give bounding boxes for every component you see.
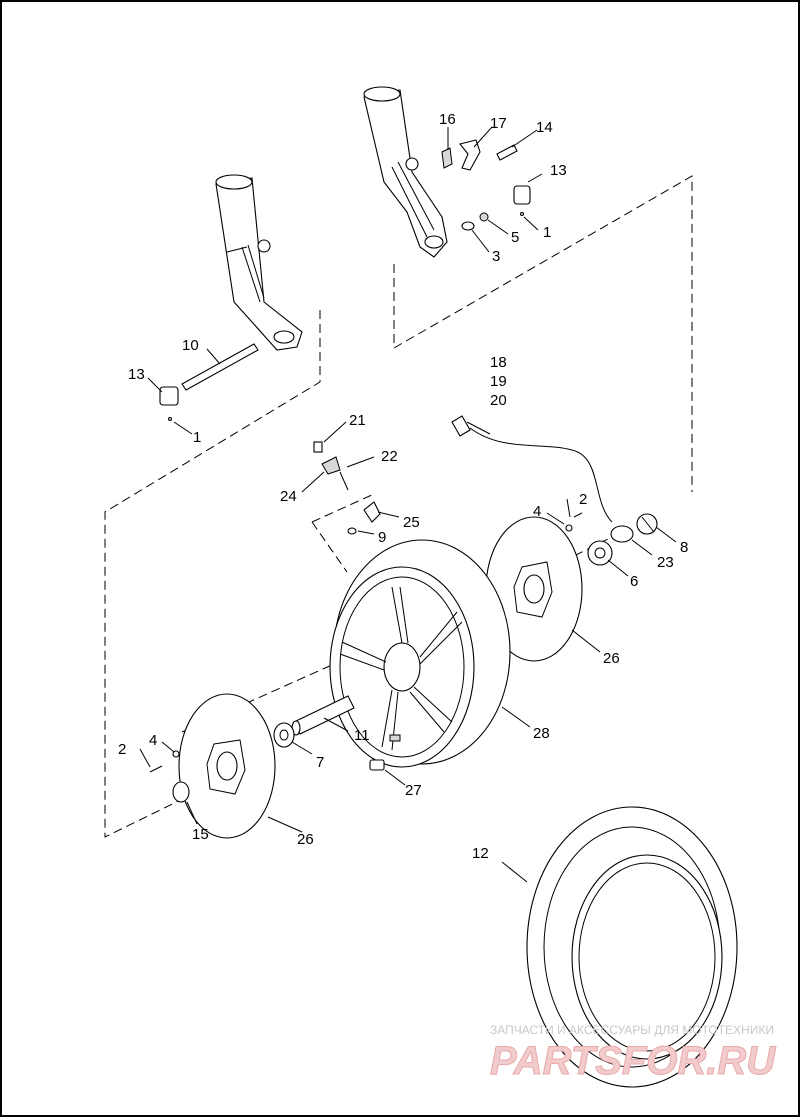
callout-21: 21 [349, 412, 366, 429]
callout-13-lower: 13 [128, 366, 145, 383]
tire [526, 806, 738, 1088]
spacer-left [172, 781, 190, 803]
leader-lines [139, 126, 677, 883]
left-wheel-bearing [273, 722, 295, 748]
valve-stem-parts [313, 441, 381, 535]
assembly-boundary-hub [311, 493, 375, 573]
callout-26-right: 26 [603, 650, 620, 667]
right-rotor-screw [565, 512, 583, 532]
callout-16: 16 [439, 111, 456, 128]
callout-numbers: 16 17 14 13 1 5 3 10 13 1 18 19 20 21 22… [118, 111, 688, 862]
callout-23: 23 [657, 554, 674, 571]
callout-6: 6 [630, 573, 638, 590]
assembly-boundary-lower [104, 310, 321, 838]
fender-bracket-parts [441, 139, 531, 231]
callout-20: 20 [490, 392, 507, 409]
abs-sensor-cable [451, 415, 658, 543]
cast-wheel [329, 539, 511, 768]
callout-27: 27 [405, 782, 422, 799]
right-wheel-bearing [587, 540, 613, 566]
callout-11: 11 [354, 727, 370, 744]
watermark: ЗАПЧАСТИ И АКСЕССУАРЫ ДЛЯ МОТОТЕХНИКИ PA… [490, 1023, 777, 1084]
right-fork-slider [363, 86, 448, 258]
callout-1-upper: 1 [543, 224, 551, 241]
callout-22: 22 [381, 448, 398, 465]
left-rotor-screw [149, 750, 180, 773]
callout-2-right: 2 [579, 491, 587, 508]
watermark-tagline: ЗАПЧАСТИ И АКСЕССУАРЫ ДЛЯ МОТОТЕХНИКИ [490, 1023, 774, 1037]
left-brake-rotor [178, 693, 276, 839]
front-axle [159, 343, 259, 421]
callout-4-left: 4 [149, 732, 157, 749]
callout-8: 8 [680, 539, 688, 556]
balance-weight [369, 734, 401, 771]
callout-25: 25 [403, 514, 420, 531]
callout-13-upper: 13 [550, 162, 567, 179]
callout-9: 9 [378, 529, 386, 546]
callout-7: 7 [316, 754, 324, 771]
callout-26-left: 26 [297, 831, 314, 848]
callout-17: 17 [490, 115, 507, 132]
callout-15: 15 [192, 826, 209, 843]
watermark-logo: PARTSFOR.RU [490, 1039, 776, 1083]
callout-24: 24 [280, 488, 297, 505]
left-fork-slider [215, 174, 303, 351]
callout-1-lower: 1 [193, 429, 201, 446]
callout-3: 3 [492, 248, 500, 265]
callout-10: 10 [182, 337, 199, 354]
callout-19: 19 [490, 373, 507, 390]
callout-18: 18 [490, 354, 507, 371]
callout-2-left: 2 [118, 741, 126, 758]
assembly-boundary-upper [393, 175, 693, 492]
callout-12: 12 [472, 845, 489, 862]
callout-14: 14 [536, 119, 553, 136]
callout-4-right: 4 [533, 503, 541, 520]
callout-28: 28 [533, 725, 550, 742]
callout-5: 5 [511, 229, 519, 246]
